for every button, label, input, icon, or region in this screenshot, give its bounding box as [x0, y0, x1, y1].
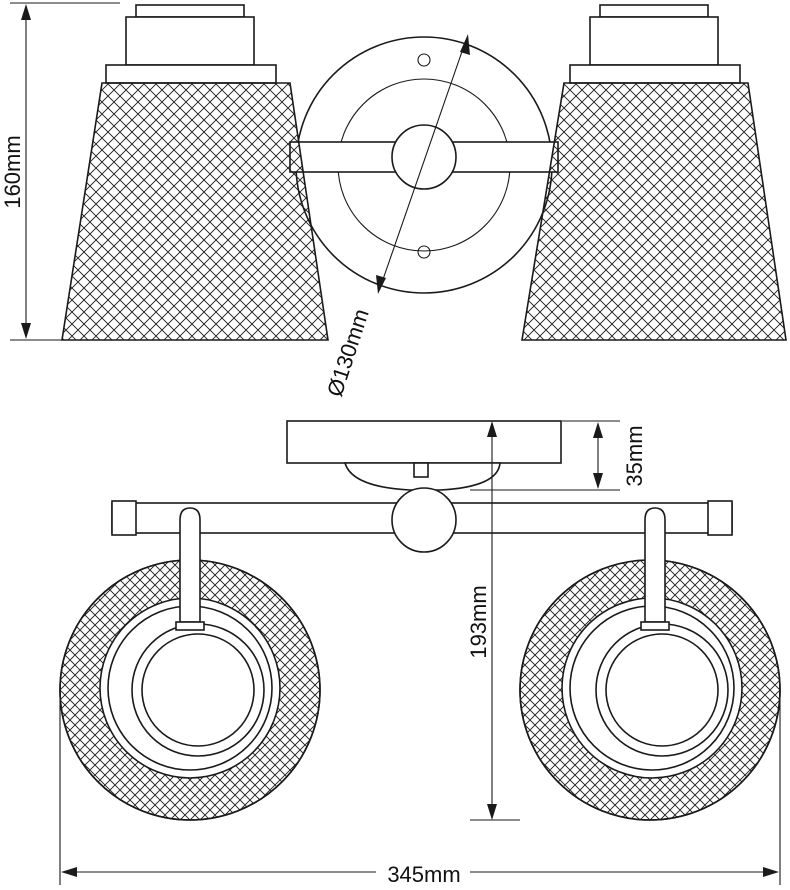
- front-view: 160mm Ø130mm: [0, 2, 787, 400]
- projection-dimension: 193mm: [466, 421, 520, 821]
- left-shade-front: [61, 4, 329, 341]
- width-dimension-label: 345mm: [387, 862, 460, 887]
- depth-dimension-label: 35mm: [622, 425, 647, 486]
- width-dimension: 345mm: [59, 690, 781, 887]
- backplate-screw-hole-bottom: [417, 245, 431, 259]
- right-shade-top: [519, 507, 781, 821]
- front-central-hub: [391, 124, 457, 190]
- top-central-hub: [391, 487, 457, 553]
- depth-dimension: 35mm: [470, 420, 647, 491]
- left-shade-top: [59, 507, 321, 821]
- backplate-profile: [286, 420, 562, 464]
- projection-dimension-label: 193mm: [466, 585, 491, 658]
- backplate-screw-hole-top: [417, 53, 431, 67]
- height-dimension: 160mm: [0, 2, 120, 341]
- right-shade-front: [521, 4, 787, 341]
- height-dimension-label: 160mm: [0, 135, 25, 208]
- diameter-dimension-label: Ø130mm: [322, 306, 374, 400]
- top-view: 35mm 193mm 345mm: [59, 420, 781, 887]
